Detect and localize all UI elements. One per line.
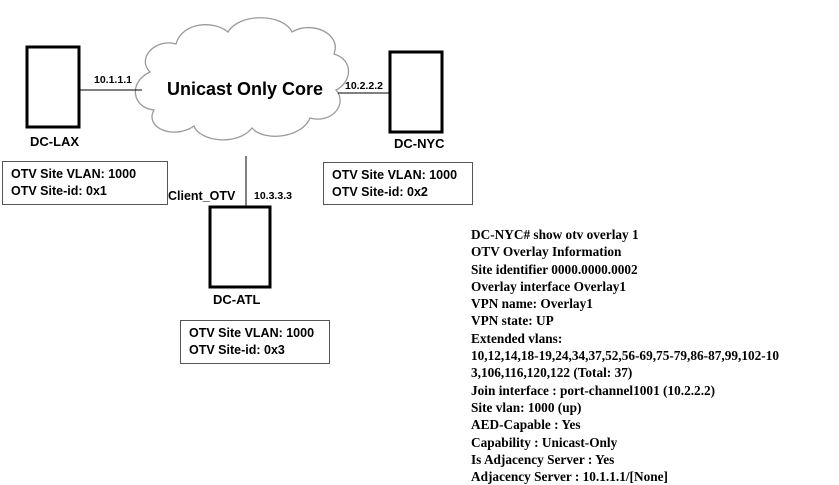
dc-lax-device	[25, 45, 81, 129]
cli-line: Extended vlans:	[471, 330, 563, 346]
unicast-core-cloud	[134, 17, 350, 141]
cli-line: Adjacency Server : 10.1.1.1/[None]	[471, 469, 668, 485]
lax-info-box: OTV Site VLAN: 1000 OTV Site-id: 0x1	[2, 161, 168, 205]
nyc-ip-label: 10.2.2.2	[345, 80, 383, 92]
client-otv-label: Client_OTV	[168, 189, 236, 203]
dc-atl-label: DC-ATL	[213, 292, 260, 307]
nyc-site-vlan: OTV Site VLAN: 1000	[332, 168, 458, 182]
atl-ip-label: 10.3.3.3	[254, 190, 292, 202]
dc-nyc-label: DC-NYC	[394, 136, 445, 151]
dc-atl-device	[208, 205, 272, 289]
cli-line: Site identifier 0000.0000.0002	[471, 261, 638, 277]
lax-ip-label: 10.1.1.1	[94, 74, 132, 86]
cli-line: 3,106,116,120,122 (Total: 37)	[471, 365, 633, 381]
cli-line: Overlay interface Overlay1	[471, 278, 627, 294]
cli-line: Site vlan: 1000 (up)	[471, 399, 582, 415]
cli-line: Capability : Unicast-Only	[471, 434, 618, 450]
lax-site-id: OTV Site-id: 0x1	[11, 184, 107, 198]
cli-line: DC-NYC# show otv overlay 1	[471, 227, 639, 242]
atl-site-id: OTV Site-id: 0x3	[189, 343, 285, 357]
cli-line: VPN state: UP	[471, 313, 554, 329]
cli-output: DC-NYC# show otv overlay 1 OTV Overlay I…	[471, 226, 836, 485]
cli-line: Join interface : port-channel1001 (10.2.…	[471, 382, 716, 398]
nyc-site-id: OTV Site-id: 0x2	[332, 185, 428, 199]
cli-line: VPN name: Overlay1	[471, 296, 593, 312]
atl-site-vlan: OTV Site VLAN: 1000	[189, 326, 315, 340]
cli-line: 10,12,14,18-19,24,34,37,52,56-69,75-79,8…	[471, 348, 780, 364]
cli-line: Is Adjacency Server : Yes	[471, 451, 615, 467]
dc-nyc-device	[388, 50, 444, 134]
nyc-info-box: OTV Site VLAN: 1000 OTV Site-id: 0x2	[323, 162, 473, 205]
cli-line: AED-Capable : Yes	[471, 417, 581, 433]
lax-site-vlan: OTV Site VLAN: 1000	[11, 167, 137, 181]
atl-info-box: OTV Site VLAN: 1000 OTV Site-id: 0x3	[180, 320, 330, 364]
cli-line: OTV Overlay Information	[471, 244, 622, 260]
dc-lax-label: DC-LAX	[30, 134, 79, 149]
cloud-label: Unicast Only Core	[167, 79, 323, 99]
